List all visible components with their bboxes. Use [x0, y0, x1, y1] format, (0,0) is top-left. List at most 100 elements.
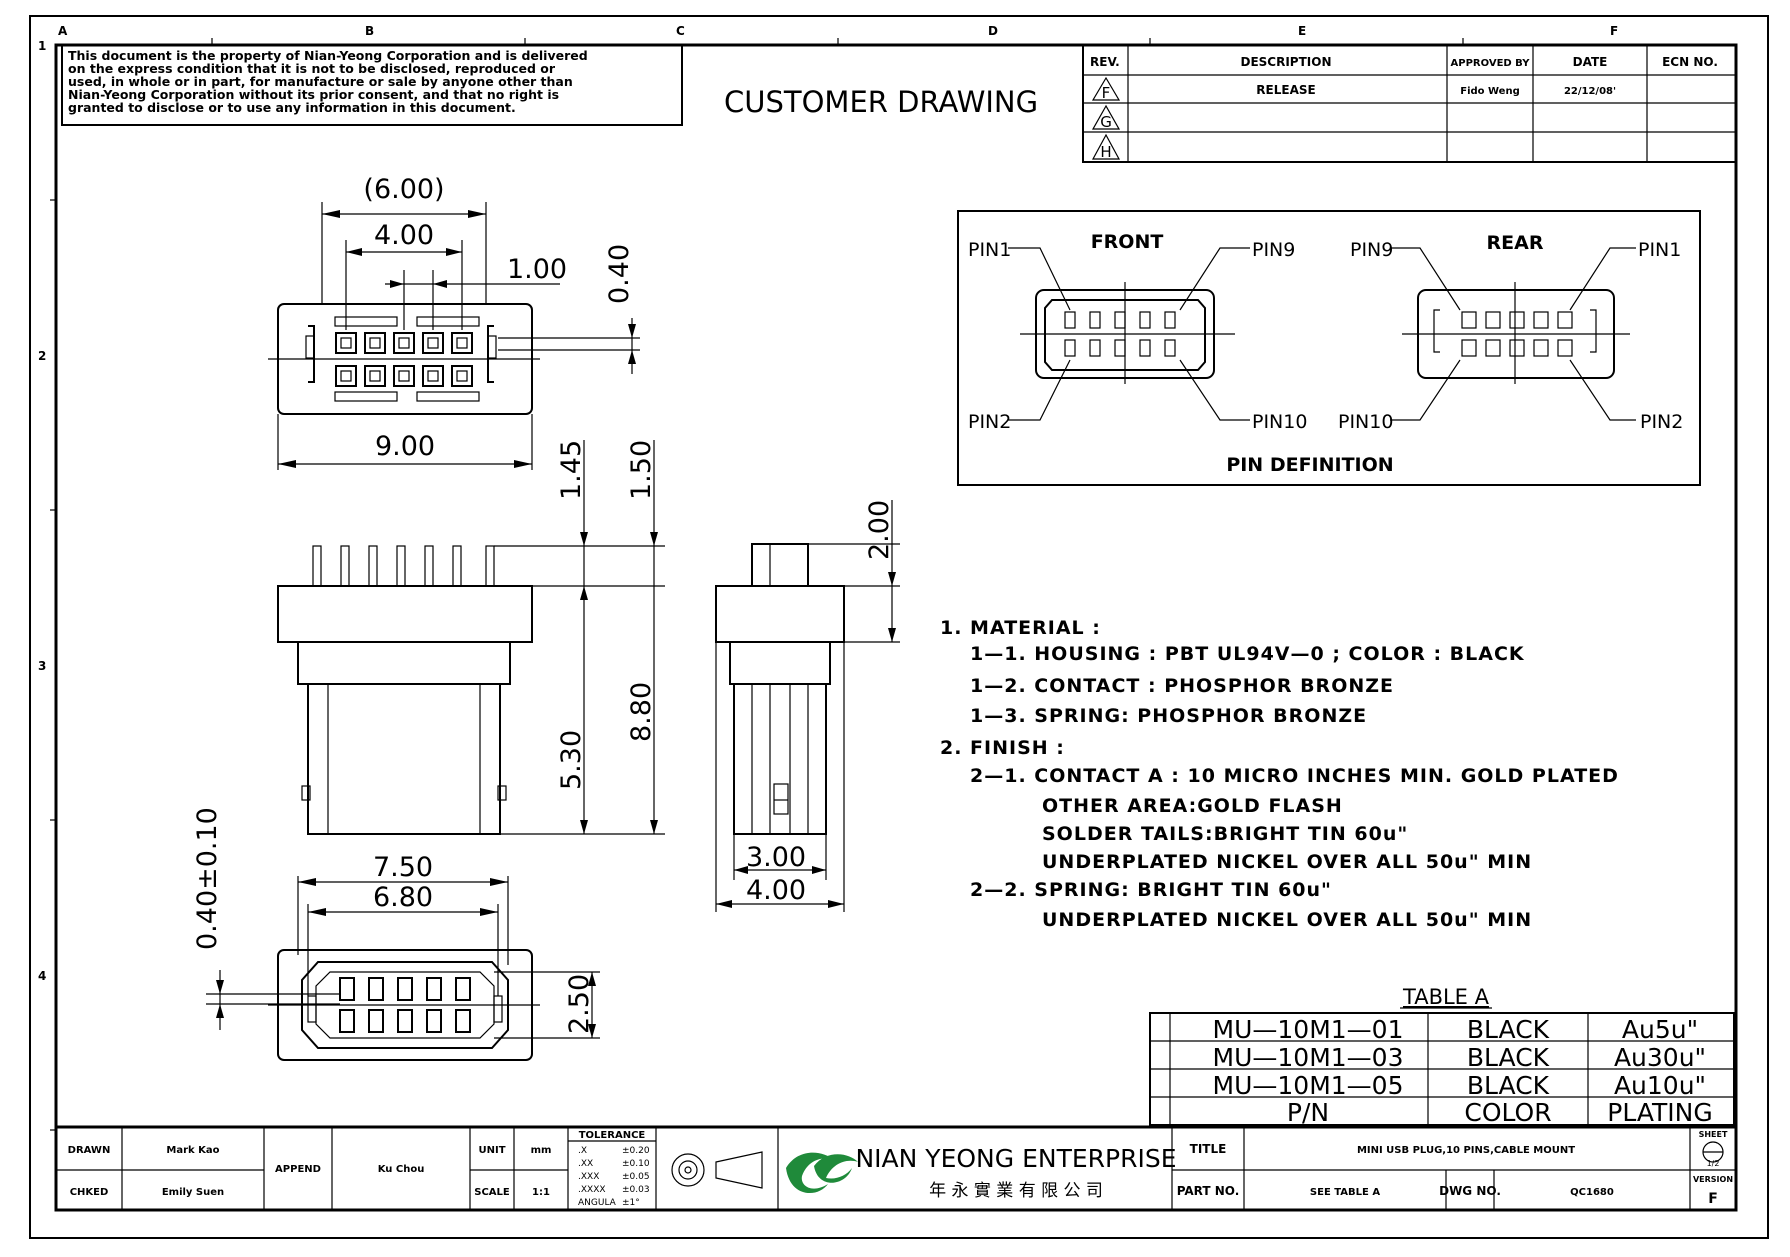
column-label-c: C	[676, 24, 685, 38]
sheet-label: SHEET	[1699, 1130, 1728, 1139]
front-label: FRONT	[1091, 231, 1164, 253]
table-a-pn: MU—10M1—05	[1213, 1071, 1404, 1100]
table-a: TABLE A MU—10M1—01 BLACK Au5u" MU—10M1—0…	[1149, 985, 1735, 1127]
rear-pin2-label: PIN2	[1640, 411, 1683, 433]
confidentiality-notice: This document is the property of Nian-Ye…	[61, 44, 683, 126]
scale-value: 1:1	[532, 1187, 550, 1198]
note-line: UNDERPLATED NICKEL OVER ALL 50u" MIN	[1042, 909, 1532, 931]
column-label-d: D	[988, 24, 998, 38]
dim-0-40-tolerance: 0.40±0.10	[192, 807, 223, 950]
pin-definition-caption: PIN DEFINITION	[1226, 454, 1393, 476]
rear-pin9-label: PIN9	[1350, 239, 1393, 261]
dim-1-00: 1.00	[507, 254, 567, 285]
table-a-color: BLACK	[1467, 1015, 1550, 1044]
column-label-f: F	[1610, 24, 1618, 38]
partno-value: SEE TABLE A	[1310, 1187, 1380, 1198]
title-block: DRAWN Mark Kao CHKED Emily Suen APPEND K…	[54, 1125, 1738, 1212]
append-value: Ku Chou	[378, 1164, 425, 1175]
pin-definition-panel: FRONT REAR PIN DEFINITION	[957, 210, 1701, 486]
drawn-value: Mark Kao	[166, 1145, 219, 1156]
tolerance-key: .XXXX	[578, 1185, 606, 1195]
company-name: NIAN YEONG ENTERPRISE	[855, 1144, 1176, 1173]
scale-label: SCALE	[474, 1187, 510, 1198]
front-connector: PIN1 PIN9 PIN2 PIN10	[968, 239, 1307, 433]
front-elevation: 1.45 1.50 5.30 8.80	[277, 440, 665, 835]
dim-9-00: 9.00	[375, 431, 435, 462]
description-header: DESCRIPTION	[1240, 55, 1331, 69]
dim-4-00-side: 4.00	[746, 875, 806, 906]
tolerance-key: ANGULA	[578, 1198, 617, 1208]
partno-label: PART NO.	[1177, 1184, 1240, 1198]
dim-5-30: 5.30	[556, 730, 587, 790]
tolerance-value: ±0.20	[622, 1146, 650, 1156]
front-contacts	[1064, 311, 1176, 357]
table-a-plating-header: PLATING	[1607, 1098, 1712, 1127]
material-notes: 1. MATERIAL : 1—1. HOUSING : PBT UL94V—0…	[940, 617, 1619, 931]
dim-7-50: 7.50	[373, 852, 433, 883]
rear-connector: PIN9 PIN1 PIN10 PIN2	[1338, 239, 1683, 433]
rear-pin1-label: PIN1	[1638, 239, 1681, 261]
tolerance-key: .XXX	[578, 1172, 599, 1182]
note-line: 1—2. CONTACT : PHOSPHOR BRONZE	[970, 675, 1394, 697]
column-label-e: E	[1298, 24, 1306, 38]
top-view: (6.00) 4.00 1.00 0.40 9.00	[268, 174, 640, 470]
rev-letter-h: H	[1100, 143, 1111, 161]
company-logo-icon	[786, 1152, 858, 1194]
rev-description: RELEASE	[1256, 83, 1315, 97]
row-label-2: 2	[38, 349, 46, 363]
rear-contacts	[1461, 311, 1573, 357]
rev-letter-g: G	[1100, 113, 1112, 131]
table-a-color: BLACK	[1467, 1071, 1550, 1100]
checked-value: Emily Suen	[162, 1187, 224, 1198]
table-a-color-header: COLOR	[1464, 1098, 1551, 1127]
ecn-header: ECN NO.	[1662, 55, 1718, 69]
bottom-view: 7.50 6.80 0.40±0.10 2.50	[192, 807, 600, 1061]
table-a-pn: MU—10M1—01	[1213, 1015, 1404, 1044]
version-label: VERSION	[1693, 1175, 1733, 1184]
rev-approved: Fido Weng	[1460, 86, 1520, 97]
column-label-a: A	[58, 24, 68, 38]
tolerance-value: ±0.10	[622, 1159, 650, 1169]
tolerance-value: ±0.03	[622, 1185, 650, 1195]
unit-value: mm	[531, 1145, 552, 1156]
dim-1-50: 1.50	[626, 440, 657, 500]
unit-label: UNIT	[478, 1145, 505, 1156]
checked-label: CHKED	[70, 1187, 109, 1198]
company-name-chinese: 年 永 實 業 有 限 公 司	[929, 1181, 1103, 1201]
side-view: 2.00 3.00 4.00	[715, 500, 900, 912]
rev-letter-f: F	[1102, 84, 1111, 102]
rear-label: REAR	[1487, 232, 1544, 254]
front-pin10-label: PIN10	[1252, 411, 1307, 433]
tolerance-value: ±1°	[622, 1198, 640, 1208]
dim-2-00: 2.00	[864, 500, 895, 560]
row-label-3: 3	[38, 659, 46, 673]
tolerance-key: .XX	[578, 1159, 593, 1169]
front-pin1-label: PIN1	[968, 239, 1011, 261]
dwgno-value: QC1680	[1570, 1187, 1614, 1198]
column-label-b: B	[365, 24, 374, 38]
dim-4-00-top: 4.00	[374, 220, 434, 251]
dim-0-40: 0.40	[604, 244, 635, 304]
title-label: TITLE	[1190, 1142, 1227, 1156]
dim-8-80: 8.80	[626, 682, 657, 742]
note-line: 1—3. SPRING: PHOSPHOR BRONZE	[970, 705, 1367, 727]
tolerance-value: ±0.05	[622, 1172, 650, 1182]
note-line: 2—1. CONTACT A : 10 MICRO INCHES MIN. GO…	[970, 765, 1619, 787]
dim-1-45: 1.45	[556, 440, 587, 500]
bottom-view-contacts	[339, 977, 471, 1033]
note-line: OTHER AREA:GOLD FLASH	[1042, 795, 1343, 817]
dim-6-80: 6.80	[373, 882, 433, 913]
dwgno-label: DWG NO.	[1439, 1184, 1501, 1198]
note-line: SOLDER TAILS:BRIGHT TIN 60u"	[1042, 823, 1408, 845]
note-line: UNDERPLATED NICKEL OVER ALL 50u" MIN	[1042, 851, 1532, 873]
tolerance-title: TOLERANCE	[579, 1130, 646, 1141]
rev-date: 22/12/08'	[1564, 86, 1616, 97]
drawn-label: DRAWN	[68, 1145, 111, 1156]
title-value: MINI USB PLUG,10 PINS,CABLE MOUNT	[1357, 1145, 1575, 1156]
table-a-plating: Au30u"	[1614, 1043, 1706, 1072]
rear-pin10-label: PIN10	[1338, 411, 1393, 433]
append-label: APPEND	[275, 1164, 321, 1175]
front-pin9-label: PIN9	[1252, 239, 1295, 261]
table-a-plating: Au5u"	[1622, 1015, 1698, 1044]
row-label-1: 1	[38, 39, 46, 53]
